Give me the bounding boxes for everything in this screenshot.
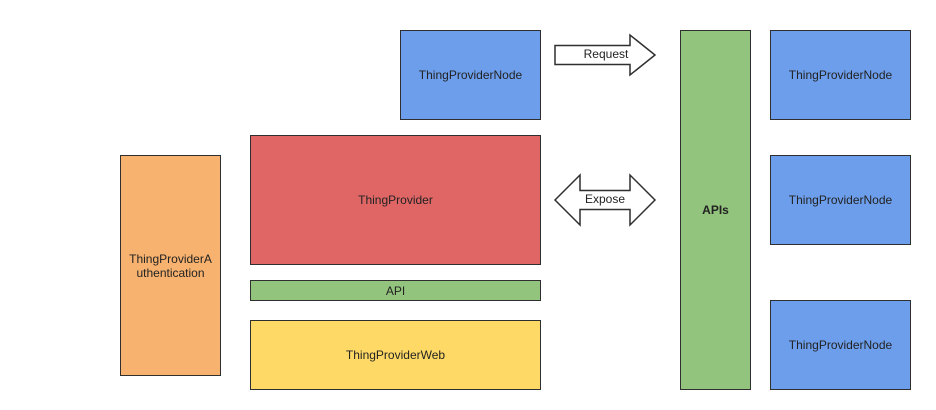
api-label: API [385, 283, 406, 298]
thing-provider-node-box-3: ThingProviderNode [770, 300, 911, 390]
apis-box: APIs [680, 30, 751, 390]
expose-arrow [553, 173, 657, 227]
request-arrow-label: Request [583, 47, 629, 61]
thing-provider-node-box-2: ThingProviderNode [770, 155, 911, 245]
thing-provider-web-label: ThingProviderWeb [345, 348, 446, 362]
thing-provider-node-box-top: ThingProviderNode [400, 30, 541, 120]
thing-provider-authentication-label: ThingProviderA uthentication [129, 251, 212, 280]
expose-arrow-label: Expose [584, 192, 626, 206]
thing-provider-node-label: ThingProviderNode [788, 338, 893, 352]
thing-provider-node-label: ThingProviderNode [788, 193, 893, 207]
thing-provider-node-label: ThingProviderNode [418, 68, 523, 82]
api-box: API [250, 280, 541, 301]
request-arrow [554, 33, 657, 77]
thing-provider-node-box-1: ThingProviderNode [770, 30, 911, 120]
thing-provider-box: ThingProvider [250, 135, 541, 265]
thing-provider-label: ThingProvider [358, 193, 433, 207]
thing-provider-node-label: ThingProviderNode [788, 68, 893, 82]
thing-provider-web-box: ThingProviderWeb [250, 320, 541, 390]
thing-provider-authentication-box: ThingProviderA uthentication [120, 155, 221, 376]
apis-label: APIs [702, 203, 729, 217]
